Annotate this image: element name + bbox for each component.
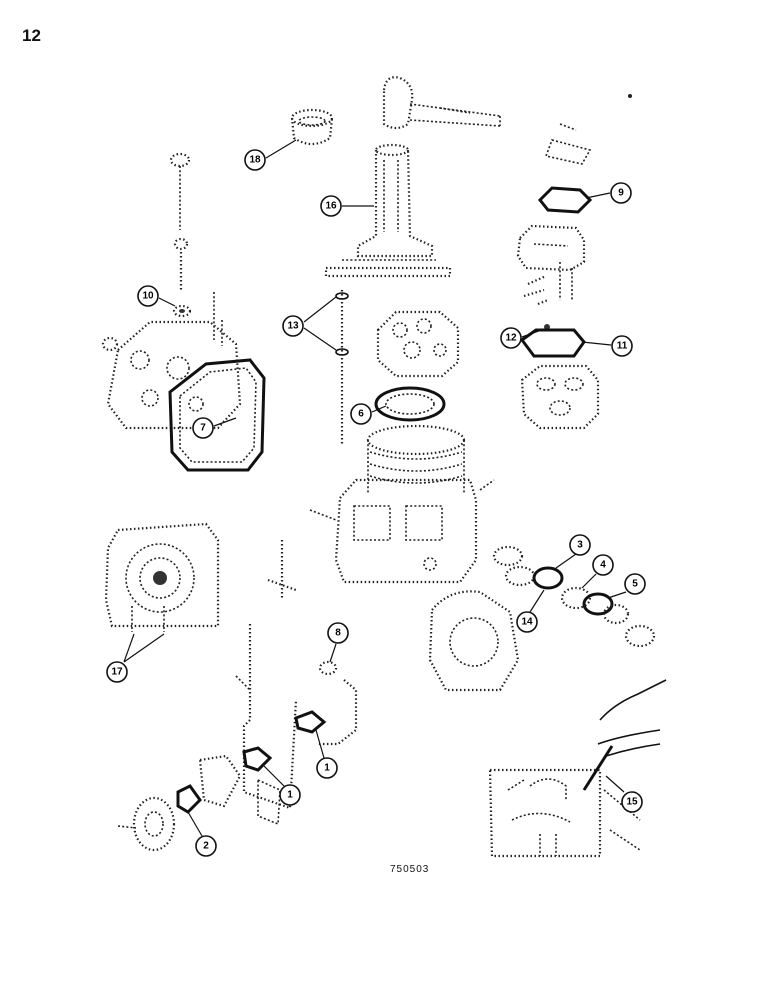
callout-6-label: 6 xyxy=(358,409,364,420)
pump-components xyxy=(117,754,281,852)
callout-1-upper-label: 1 xyxy=(324,763,330,774)
callout-17-label: 17 xyxy=(111,667,123,678)
callout-5-label: 5 xyxy=(632,579,638,590)
callout-17: 17 xyxy=(106,633,165,683)
part-9-gasket-stack xyxy=(516,123,593,272)
callout-18: 18 xyxy=(244,139,297,171)
callout-11-label: 11 xyxy=(617,341,628,352)
bearing-seal-assembly xyxy=(492,545,656,648)
callout-12: 12 xyxy=(500,327,545,349)
callout-2: 2 xyxy=(187,811,217,857)
dipstick-bolt xyxy=(169,152,191,292)
callout-1-lower: 1 xyxy=(263,765,301,806)
valve-chamber xyxy=(520,364,600,430)
callout-10: 10 xyxy=(137,285,176,307)
oil-pump-body xyxy=(235,624,298,810)
part-16-driver xyxy=(324,143,452,278)
callout-8: 8 xyxy=(327,622,349,663)
callout-12-label: 12 xyxy=(505,333,517,344)
figure-code: 750503 xyxy=(390,864,430,875)
crankcase-side xyxy=(101,292,242,430)
callout-14-label: 14 xyxy=(521,617,533,628)
callout-18-label: 18 xyxy=(249,155,261,166)
governor-shaft xyxy=(267,540,297,600)
part-10-seal xyxy=(172,304,192,318)
callout-15: 15 xyxy=(605,775,643,813)
flywheel-housing xyxy=(428,590,520,692)
cylinder-block xyxy=(309,424,495,584)
part-6-head-gasket xyxy=(374,386,446,422)
callout-9-label: 9 xyxy=(618,188,624,199)
callout-16-label: 16 xyxy=(325,201,337,212)
hammer-tool xyxy=(382,76,501,130)
stray-dot xyxy=(628,94,632,98)
callout-14: 14 xyxy=(516,589,545,633)
part-17-housing xyxy=(104,522,220,632)
callout-3-label: 3 xyxy=(577,540,583,551)
callout-10-label: 10 xyxy=(142,291,154,302)
part-1-gaskets xyxy=(242,710,327,772)
callout-1-lower-label: 1 xyxy=(287,790,293,801)
callout-1-upper: 1 xyxy=(315,729,338,779)
part-7-gasket xyxy=(168,358,266,472)
part-15-hand-tool xyxy=(488,679,667,858)
rocker-parts xyxy=(523,262,573,306)
callout-4: 4 xyxy=(581,554,614,589)
callout-13: 13 xyxy=(282,296,337,351)
page-number: 12 xyxy=(22,26,41,45)
callout-13-label: 13 xyxy=(287,321,299,332)
callout-7: 7 xyxy=(192,417,237,439)
callout-16: 16 xyxy=(320,195,374,217)
part-8-oil-pipe xyxy=(318,660,358,746)
callout-4-label: 4 xyxy=(600,560,606,571)
callout-3: 3 xyxy=(555,534,591,569)
callout-6: 6 xyxy=(350,403,387,425)
callout-5: 5 xyxy=(607,573,646,599)
callout-8-label: 8 xyxy=(335,628,341,639)
part-13-push-rod xyxy=(335,290,349,444)
callout-11: 11 xyxy=(581,335,633,357)
cylinder-head xyxy=(376,310,460,378)
part-11-gasket xyxy=(519,324,586,358)
part-18-cap xyxy=(290,108,334,146)
callout-7-label: 7 xyxy=(200,423,206,434)
callout-15-label: 15 xyxy=(626,797,638,808)
callout-2-label: 2 xyxy=(203,841,209,852)
callout-9: 9 xyxy=(585,182,632,204)
